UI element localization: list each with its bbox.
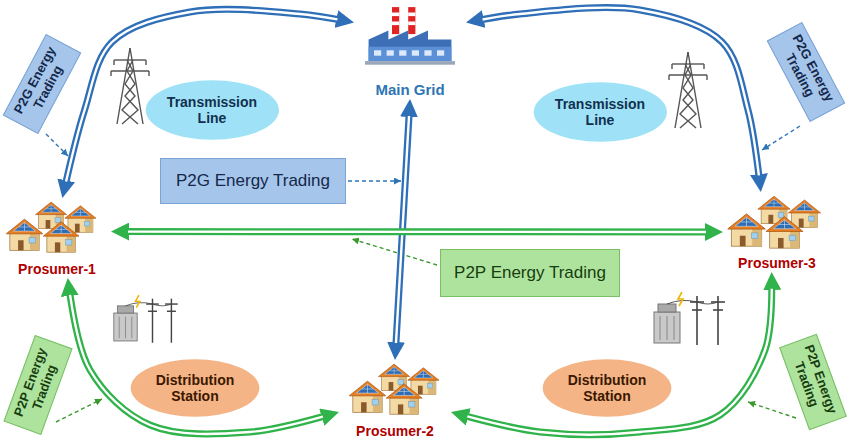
text-holder: Distribution Station [558,372,657,404]
houses-icon [6,202,96,252]
node-label: Distribution Station [156,372,235,404]
transmission-tower [111,48,149,124]
ellipse-fill [131,359,260,416]
distribution-ellipse: Distribution Station [542,359,672,417]
arrow-inner-line [68,278,339,434]
text-holder: P2G Energy Trading [10,42,74,127]
node-label: P2G Energy Trading [11,44,66,116]
node-label: Prosumer-2 [356,423,434,439]
trading-label-box: P2G Energy Trading [767,22,845,122]
energy-flow-arrow [466,8,761,192]
substation-icon [654,292,725,345]
node-label: P2G Energy Trading [783,32,838,104]
arrow-body [111,228,723,235]
energy-flow-arrow [111,231,723,232]
arrow-inner-line [111,230,723,233]
distribution-ellipse: Distribution Station [130,359,260,417]
prosumer-node: Prosumer-2 [339,360,451,440]
power-plant-icon [365,7,455,65]
text-holder: Distribution Station [146,372,245,404]
ellipse-fill [533,82,666,141]
leader-line [348,180,401,181]
trading-label-box: P2G Energy Trading [3,34,81,134]
node-label: P2P Energy Trading [11,346,59,419]
node-label: Distribution Station [568,372,647,404]
trading-label-box: P2P Energy Trading [440,249,620,297]
text-holder: Prosumer-2 [356,422,434,440]
arrow-body [466,8,761,192]
node-label: P2P Energy Trading [792,343,840,416]
text-holder: P2G Energy Trading [774,30,838,115]
node-label: P2P Energy Trading [454,263,606,282]
node-label: P2G Energy Trading [176,171,330,190]
substation-icon [114,295,178,343]
houses-icon [349,364,439,414]
text-holder: Prosumer-1 [18,260,96,278]
node-label: Prosumer-1 [18,261,96,277]
prosumer-node: Prosumer-1 [3,198,111,278]
leader-line [748,402,796,418]
arrow-body [68,278,339,434]
houses-icon [728,196,821,248]
main-grid-node: Main Grid [354,1,466,99]
node-label: Transmission Line [167,94,257,126]
text-holder: P2P Energy Trading [10,342,65,427]
text-holder: Transmission Line [161,94,263,126]
energy-flow-arrow [68,278,339,434]
leader-line [56,399,102,422]
arrow-inner-line [466,8,761,192]
trading-label-box: P2P Energy Trading [779,334,847,430]
text-holder: P2G Energy Trading [176,171,330,191]
prosumer-node: Prosumer-3 [723,192,831,272]
node-label: Main Grid [375,81,444,98]
ellipse-fill [145,80,278,139]
ellipse-fill [543,359,672,416]
node-label: Transmission Line [555,96,645,128]
transmission-ellipse: Transmission Line [533,82,668,142]
leader-line [46,134,68,156]
trading-label-box: P2G Energy Trading [160,158,346,204]
text-holder: P2P Energy Trading [786,341,840,423]
text-holder: Main Grid [375,81,444,99]
transmission-tower [669,52,707,128]
text-holder: Transmission Line [549,96,651,128]
leader-line [762,126,800,150]
leader-line [352,239,437,265]
transmission-ellipse: Transmission Line [145,80,280,140]
leader-lines [46,126,800,422]
node-label: Prosumer-3 [738,255,816,271]
text-holder: Prosumer-3 [738,254,816,272]
trading-label-box: P2P Energy Trading [4,335,73,435]
text-holder: P2P Energy Trading [454,263,606,283]
